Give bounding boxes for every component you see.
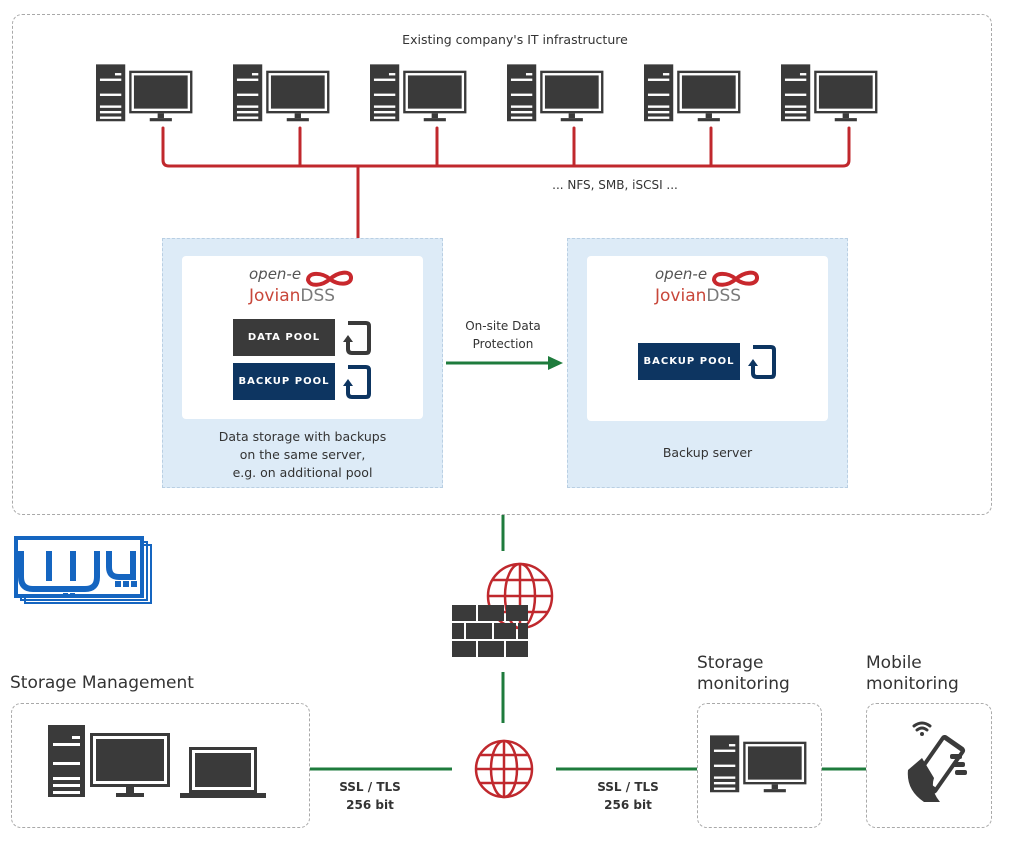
logo-product-main: Jovian xyxy=(655,286,707,306)
laptop-icon xyxy=(180,747,266,798)
backup-server-caption: Backup server xyxy=(662,445,753,460)
title-line: Storage xyxy=(697,653,764,673)
encryption-strength: 256 bit xyxy=(604,798,652,812)
replication-arrow xyxy=(446,356,563,370)
firewall-globe-icon xyxy=(452,562,554,657)
logo-brand-text: open-e xyxy=(249,265,302,283)
desktop-computer-icon xyxy=(233,64,330,122)
mobile-phone-hand-icon xyxy=(907,721,967,802)
open-e-infinity-icon xyxy=(305,270,353,287)
storage-management-box xyxy=(11,703,310,828)
desktop-computer-icon xyxy=(96,64,193,122)
open-e-infinity-icon xyxy=(711,270,759,287)
logo-product-suffix: DSS xyxy=(300,286,336,306)
primary-server-caption: Data storage with backups on the same se… xyxy=(170,428,435,482)
encryption-protocol: SSL / TLS xyxy=(339,780,401,794)
backup-pool-block: BACKUP POOL xyxy=(638,343,740,380)
mobile-monitoring-title: Mobile monitoring xyxy=(866,653,959,695)
logo-product-suffix: DSS xyxy=(706,286,742,306)
mobile-monitoring-box xyxy=(866,703,992,828)
storage-management-title: Storage Management xyxy=(10,673,194,693)
caption-line: on the same server, xyxy=(239,447,366,462)
sync-icon xyxy=(343,365,371,399)
logo-product-text: JovianDSS xyxy=(249,286,335,306)
title-line: monitoring xyxy=(697,674,790,694)
encryption-strength: 256 bit xyxy=(346,798,394,812)
replication-label-line: Protection xyxy=(472,337,534,351)
desktop-computer-icon xyxy=(507,64,604,122)
logo-product-text: JovianDSS xyxy=(655,286,741,306)
encryption-protocol: SSL / TLS xyxy=(597,780,659,794)
sync-icon xyxy=(748,345,776,379)
desktop-computer-icon xyxy=(48,725,170,797)
storage-monitoring-title: Storage monitoring xyxy=(697,653,790,695)
desktop-computer-icon xyxy=(710,735,807,793)
globe-icon xyxy=(474,739,534,799)
protocols-label: ... NFS, SMB, iSCSI ... xyxy=(552,178,678,192)
logo-brand-text: open-e xyxy=(655,265,708,283)
link-encryption-label-left: SSL / TLS 256 bit xyxy=(330,778,410,814)
backup-pool-block: BACKUP POOL xyxy=(233,363,335,400)
desktop-computer-icon xyxy=(781,64,878,122)
desktop-computer-icon xyxy=(644,64,741,122)
infrastructure-zone xyxy=(12,14,992,515)
desktop-computer-icon xyxy=(370,64,467,122)
watermark-logo xyxy=(14,536,152,604)
replication-label: On-site Data Protection xyxy=(448,317,558,353)
infrastructure-title: Existing company's IT infrastructure xyxy=(402,32,628,47)
data-pool-block: DATA POOL xyxy=(233,319,335,356)
title-line: Mobile xyxy=(866,653,922,673)
replication-label-line: On-site Data xyxy=(465,319,541,333)
link-encryption-label-right: SSL / TLS 256 bit xyxy=(588,778,668,814)
backup-server-card xyxy=(587,256,828,421)
title-line: monitoring xyxy=(866,674,959,694)
caption-line: Data storage with backups xyxy=(218,429,387,444)
logo-product-main: Jovian xyxy=(249,286,301,306)
storage-monitoring-box xyxy=(697,703,822,828)
caption-line: e.g. on additional pool xyxy=(232,465,373,480)
sync-icon xyxy=(343,321,371,355)
